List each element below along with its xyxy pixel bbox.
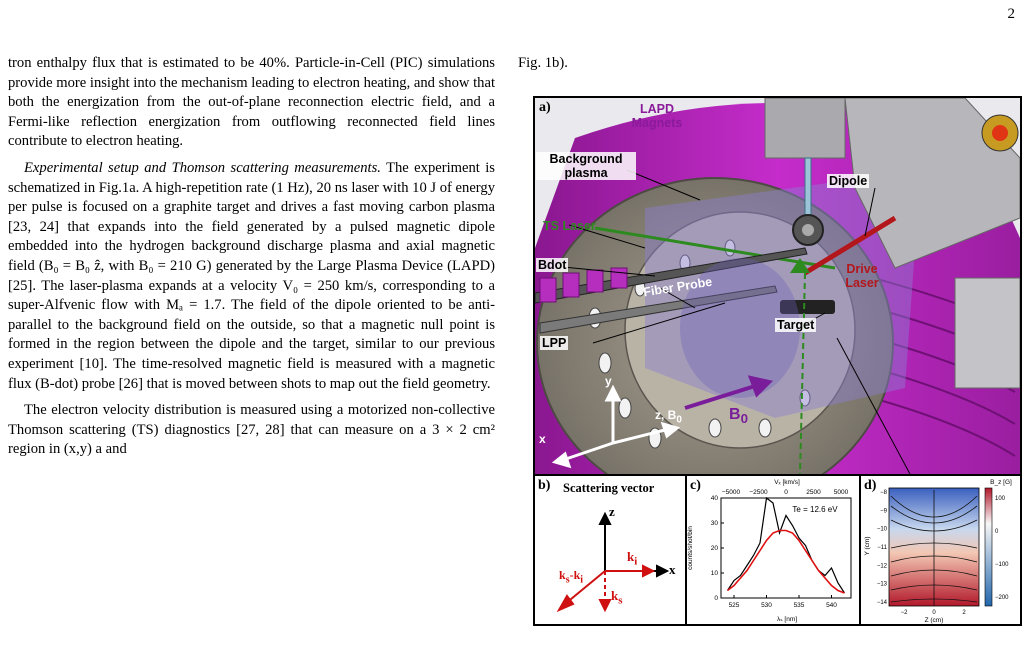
label-lpp: LPP: [540, 336, 569, 350]
top-tick-label: 5000: [834, 489, 849, 496]
d-y-tick-label: −13: [877, 582, 888, 588]
x-tick-label: 530: [761, 602, 772, 609]
label-lapd-magnets: LAPD Magnets: [631, 102, 683, 130]
label-b0: B0: [729, 406, 748, 426]
d-x-tick-label: −2: [901, 610, 909, 616]
panel-b: b) Scattering vector z x ki ks ks-ki: [535, 474, 687, 624]
axis-z-text: z, B: [655, 408, 677, 422]
d-y-tick-label: −12: [877, 563, 888, 569]
figure-1: a) LAPD Magnets Background plasma Dipole…: [533, 96, 1022, 626]
label-target: Target: [775, 318, 817, 332]
panel-a: a) LAPD Magnets Background plasma Dipole…: [535, 98, 1020, 509]
d-y-tick-label: −9: [880, 508, 888, 514]
diff-k1: k: [559, 568, 566, 582]
y-tick-label: 0: [714, 595, 718, 602]
d-x-axis-label: Z (cm): [925, 617, 944, 624]
d-y-tick-label: −14: [877, 600, 888, 606]
label-ts-laser: TS Laser: [543, 219, 596, 233]
d-x-tick-label: 2: [962, 610, 966, 616]
top-tick-label: 2500: [806, 489, 821, 496]
colorbar-tick-label: −200: [995, 595, 1009, 601]
colorbar-tick-label: −100: [995, 562, 1009, 568]
te-annotation: Te = 12.6 eV: [792, 505, 838, 514]
axis-label-y: y: [605, 374, 612, 388]
laser-produced-plasma: [680, 258, 800, 398]
d-y-tick-label: −11: [877, 545, 887, 551]
ki-sub: i: [634, 555, 638, 568]
diff-sub1: s: [565, 574, 570, 586]
drive-laser-beam: [803, 215, 897, 276]
y-tick-label: 10: [711, 570, 719, 577]
axis-label-z: z, B0: [655, 408, 682, 425]
panel-d-letter: d): [864, 478, 877, 493]
paragraph-1: tron enthalpy flux that is estimated to …: [8, 55, 495, 150]
axis-z-sub: 0: [676, 414, 682, 426]
panel-b-z-label: z: [609, 504, 615, 519]
label-drive-laser: Drive Laser: [845, 262, 879, 290]
panel-a-letter: a): [539, 100, 551, 115]
series-raw-spectrum: [726, 496, 846, 594]
colorbar-tick-label: 100: [995, 496, 1006, 502]
ts-laser-beam: [594, 226, 836, 270]
label-bdot: Bdot: [536, 258, 569, 272]
y-axis-label: counts/shot/bin: [687, 526, 694, 570]
left-column-text: tron enthalpy flux that is estimated to …: [8, 54, 495, 467]
y-tick-label: 20: [711, 545, 719, 552]
diff-sub2: i: [580, 574, 584, 586]
section-heading: Experimental setup and Thomson scatterin…: [24, 159, 381, 176]
label-dipole: Dipole: [827, 174, 870, 188]
x-tick-label: 535: [794, 602, 805, 609]
label-background-plasma: Background plasma: [536, 152, 636, 180]
right-column-text: Fig. 1b).: [518, 55, 568, 71]
ks-text: k: [611, 588, 619, 603]
top-tick-label: −2500: [749, 489, 768, 496]
colorbar-label: B_z [G]: [990, 479, 1012, 486]
ki-text: k: [627, 549, 635, 564]
d-x-tick-label: 0: [932, 610, 936, 616]
target: [780, 300, 835, 314]
ks-sub: s: [618, 594, 623, 607]
panel-b-letter: b): [538, 478, 551, 493]
x-tick-label: 540: [826, 602, 837, 609]
d-y-tick-label: −8: [880, 490, 888, 496]
colorbar: [984, 487, 993, 607]
b0-sub: 0: [740, 411, 748, 427]
x-tick-label: 525: [729, 602, 740, 609]
label-ki: ki: [627, 549, 637, 568]
top-tick-label: 0: [784, 489, 788, 496]
y-tick-label: 40: [711, 495, 719, 502]
colorbar-tick-label: 0: [995, 529, 999, 535]
top-tick-label: −5000: [722, 489, 741, 496]
label-ks-minus-ki: ks-ki: [559, 568, 583, 585]
panel-d: d): [861, 474, 1020, 624]
top-axis-label: Vₓ [km/s]: [774, 479, 800, 486]
b0-text: B: [729, 406, 741, 423]
field-lines: [890, 490, 978, 606]
label-ks: ks: [611, 588, 622, 607]
diff-k2: -k: [569, 568, 581, 582]
field-map-plot: −8 −9 −10 −11 −12 −13 −14 −2 0 2 100 0 −100 −200 B_z …: [864, 479, 1012, 624]
series-fit-curve: [727, 529, 845, 594]
axis-label-x: x: [539, 432, 546, 446]
thomson-spectrum-plot: 525 530 535 540 0 10 20 30 40−5000 −2500 0 2500 5000…: [687, 479, 852, 623]
paragraph-3: The electron velocity distribution is me…: [8, 402, 495, 458]
y-tick-label: 30: [711, 520, 719, 527]
d-y-axis-label: Y (cm): [864, 536, 871, 555]
panel-b-title: Scattering vector: [563, 481, 655, 495]
paragraph-2-body: The experiment is schematized in Fig.1a.…: [8, 159, 495, 392]
paragraph-2: Experimental setup and Thomson scatterin…: [8, 159, 495, 394]
panel-b-x-label: x: [669, 562, 676, 577]
panel-c-letter: c): [690, 478, 701, 493]
apparatus-illustration: [535, 98, 1020, 509]
d-y-tick-label: −10: [877, 527, 888, 533]
page-number: 2: [1007, 6, 1016, 22]
scattering-vector-diagram: [556, 511, 670, 613]
x-axis-label: λₛ [nm]: [777, 616, 797, 623]
